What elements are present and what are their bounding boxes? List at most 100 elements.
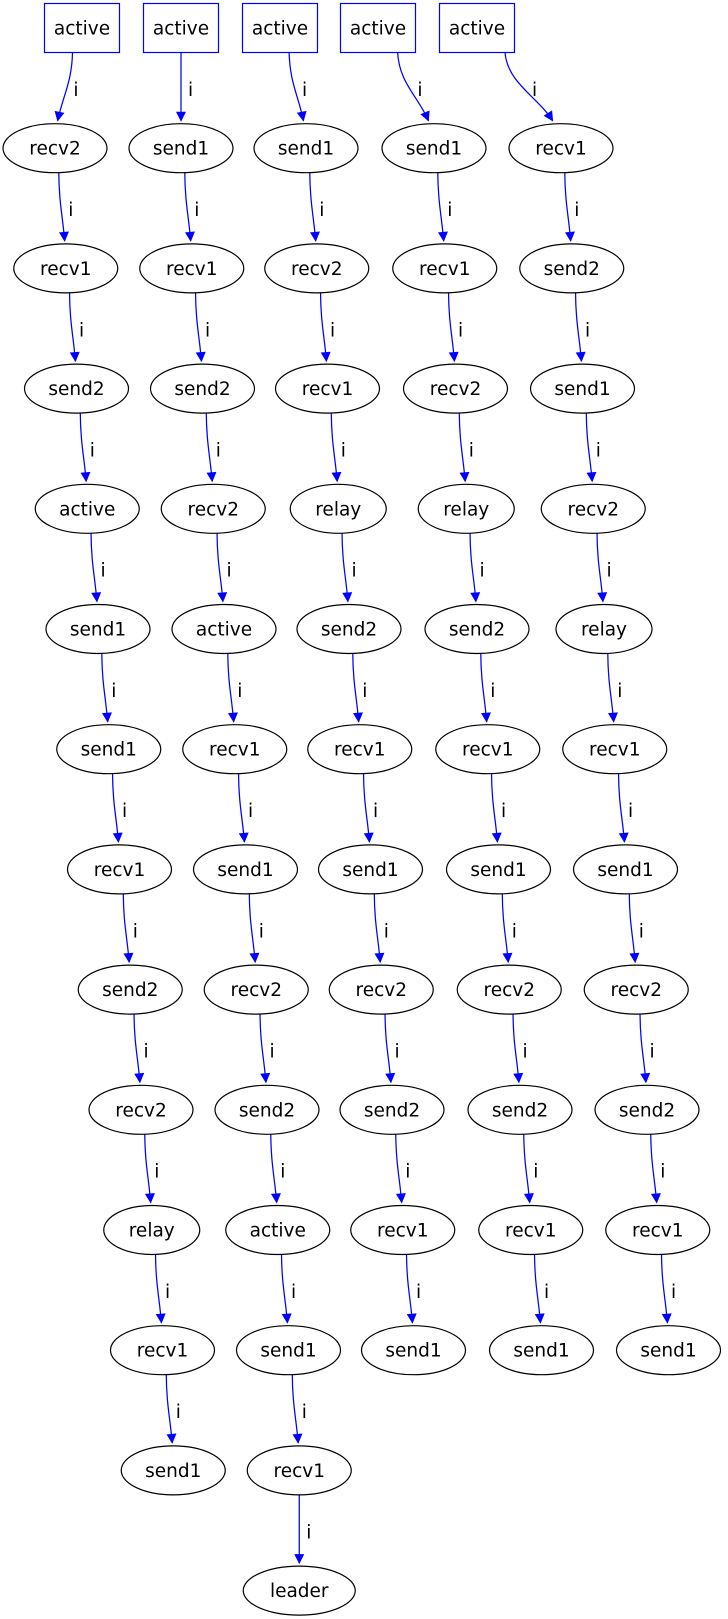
node-send2: [23, 363, 130, 414]
edge-label: i: [585, 320, 590, 341]
edge-label: i: [522, 1042, 527, 1063]
node-send2: [594, 1084, 700, 1135]
node-send1: [56, 724, 162, 775]
edge: [607, 652, 618, 723]
node-label: recv2: [29, 139, 80, 160]
edge: [617, 772, 629, 843]
node-recv1: [109, 1325, 216, 1376]
node-send2: [77, 964, 183, 1015]
node-recv1: [350, 1204, 456, 1256]
node-recv2: [402, 363, 509, 414]
node-label: send1: [260, 1341, 316, 1362]
node-label: recv1: [209, 740, 260, 761]
node-recv2: [328, 964, 434, 1015]
edge-label: i: [660, 1162, 665, 1183]
edge-label: i: [490, 681, 495, 702]
edge-label: i: [194, 200, 199, 221]
node-label: recv2: [115, 1100, 166, 1121]
node-box-active: [43, 2, 121, 54]
node-label: send1: [278, 139, 334, 160]
node-label: recv1: [377, 1221, 428, 1242]
node-recv1: [66, 844, 173, 895]
edge-label: i: [100, 561, 105, 582]
edge: [133, 1013, 145, 1084]
edge-label: i: [384, 921, 389, 942]
node-relay: [555, 603, 653, 655]
edge-label: i: [405, 1162, 410, 1183]
edge-label: i: [628, 801, 633, 822]
edge-label: i: [176, 1402, 181, 1423]
node-send1: [45, 603, 151, 655]
edge-label: i: [319, 200, 324, 221]
edge: [660, 1253, 672, 1324]
edge: [259, 1013, 271, 1084]
edge-label: i: [417, 80, 422, 101]
node-send2: [519, 243, 625, 294]
edge-label: i: [133, 921, 138, 942]
node-send1: [572, 844, 679, 895]
node-leader: [242, 1565, 356, 1616]
edge: [288, 51, 307, 122]
node-label: active: [250, 1221, 306, 1242]
node-label: active: [196, 620, 252, 641]
node-label: active: [59, 499, 115, 520]
edge: [165, 1373, 177, 1444]
edge: [90, 532, 102, 603]
node-label: active: [449, 19, 505, 40]
edge-label: i: [226, 561, 231, 582]
edge: [639, 1013, 651, 1084]
node-label: active: [252, 19, 308, 40]
edge-label: i: [617, 681, 622, 702]
node-send1: [317, 844, 424, 895]
edge: [319, 291, 331, 363]
edge: [237, 772, 249, 843]
edge-label: i: [143, 1042, 148, 1063]
edge-label: i: [373, 801, 378, 822]
node-send2: [424, 603, 530, 655]
node-label: relay: [581, 620, 627, 641]
node-label: recv2: [568, 499, 619, 520]
edge: [501, 892, 513, 964]
edge: [330, 412, 342, 483]
node-recv1: [13, 243, 119, 294]
edge-label: i: [111, 681, 116, 702]
edge: [216, 532, 228, 603]
node-recv2: [203, 964, 309, 1015]
node-label: active: [350, 19, 406, 40]
node-recv2: [456, 964, 562, 1015]
edge-label: i: [79, 320, 84, 341]
edge-label: i: [291, 1282, 296, 1303]
node-send1: [615, 1325, 722, 1376]
node-label: send1: [640, 1341, 696, 1362]
chain-4: iiiiiiiiiiiactivesend1recv1recv2relaysen…: [339, 2, 595, 1376]
edge: [68, 291, 80, 363]
edge-label: i: [154, 1162, 159, 1183]
edge: [280, 1253, 292, 1324]
node-label: recv1: [274, 1461, 325, 1482]
edge: [395, 1133, 406, 1204]
edge-label: i: [302, 1402, 307, 1423]
node-label: recv1: [535, 139, 586, 160]
node-relay: [103, 1204, 201, 1256]
edge: [512, 1013, 524, 1084]
edge: [574, 291, 586, 363]
node-label: recv2: [484, 980, 535, 1001]
node-label: send1: [385, 1341, 441, 1362]
edge-label: i: [165, 1282, 170, 1303]
node-recv1: [435, 724, 541, 775]
node-label: send1: [153, 139, 209, 160]
edge-label: i: [205, 320, 210, 341]
edge-label: i: [533, 1162, 538, 1183]
edge-label: i: [122, 801, 127, 822]
node-active: [34, 483, 140, 534]
node-label: send2: [239, 1100, 295, 1121]
node-label: send2: [619, 1100, 675, 1121]
node-recv1: [508, 123, 614, 174]
node-send1: [128, 123, 234, 174]
node-recv1: [478, 1204, 584, 1256]
chain-1: iiiiiiiiiiiiactiverecv2recv1send2actives…: [2, 2, 226, 1496]
node-label: relay: [443, 499, 489, 520]
edge-label: i: [447, 200, 452, 221]
node-recv1: [139, 243, 245, 294]
